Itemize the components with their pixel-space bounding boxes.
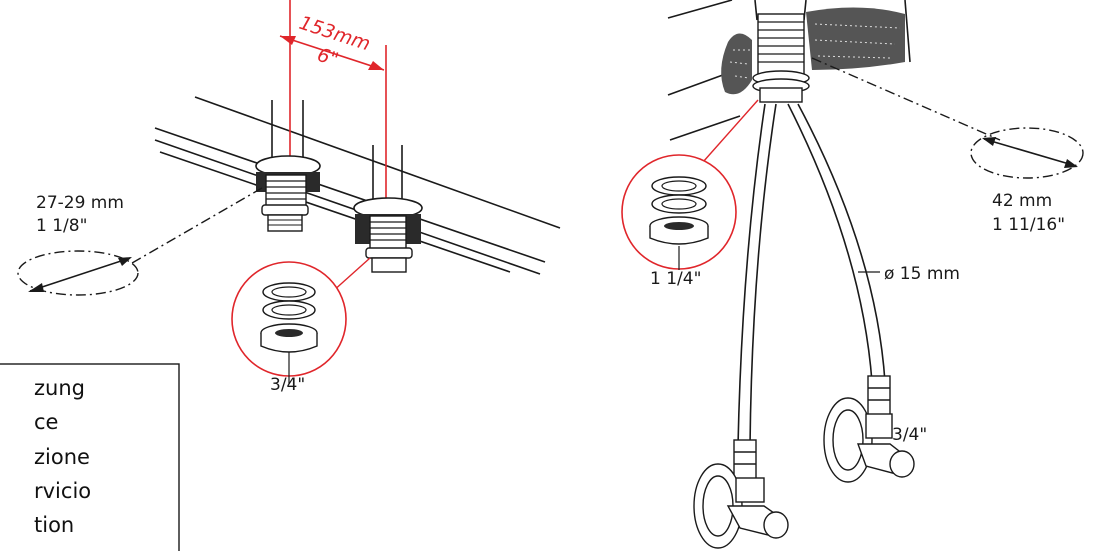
legend-line-3: zione bbox=[34, 445, 90, 469]
thread-center-label: 1 1/4" bbox=[650, 269, 701, 289]
center-shank bbox=[752, 0, 810, 103]
counter-section bbox=[721, 7, 905, 95]
hole-right-in-label: 1 11/16" bbox=[992, 215, 1065, 235]
thread-left-label: 3/4" bbox=[270, 375, 305, 395]
hose-diameter-label: ø 15 mm bbox=[884, 264, 960, 284]
thread-detail-left: 3/4" bbox=[231, 257, 371, 395]
legend-line-1: zung bbox=[34, 376, 85, 400]
hole-right-mm-label: 42 mm bbox=[992, 191, 1052, 211]
thread-detail-center: 1 1/4" bbox=[621, 99, 759, 289]
language-legend-box: zung ce zione rvicio tion bbox=[0, 363, 180, 551]
left-tap-shank bbox=[255, 0, 321, 232]
left-hole-dimension: 27-29 mm 1 1/8" bbox=[17, 187, 263, 296]
angle-valve-right bbox=[823, 375, 915, 483]
spacing-dimension: 153mm 6" bbox=[279, 12, 385, 71]
hole-left-mm-label: 27-29 mm bbox=[36, 193, 124, 213]
legend-line-5: tion bbox=[34, 513, 74, 537]
valve-thread-label: 3/4" bbox=[892, 425, 927, 445]
right-hole-dimension: 42 mm 1 11/16" bbox=[811, 57, 1084, 235]
hole-left-in-label: 1 1/8" bbox=[36, 216, 87, 236]
right-tap-shank bbox=[353, 45, 423, 273]
flex-hoses bbox=[737, 103, 886, 447]
counter-top-left bbox=[154, 96, 561, 275]
legend-line-4: rvicio bbox=[34, 479, 91, 503]
legend-line-2: ce bbox=[34, 410, 58, 434]
angle-valve-left bbox=[693, 439, 789, 549]
